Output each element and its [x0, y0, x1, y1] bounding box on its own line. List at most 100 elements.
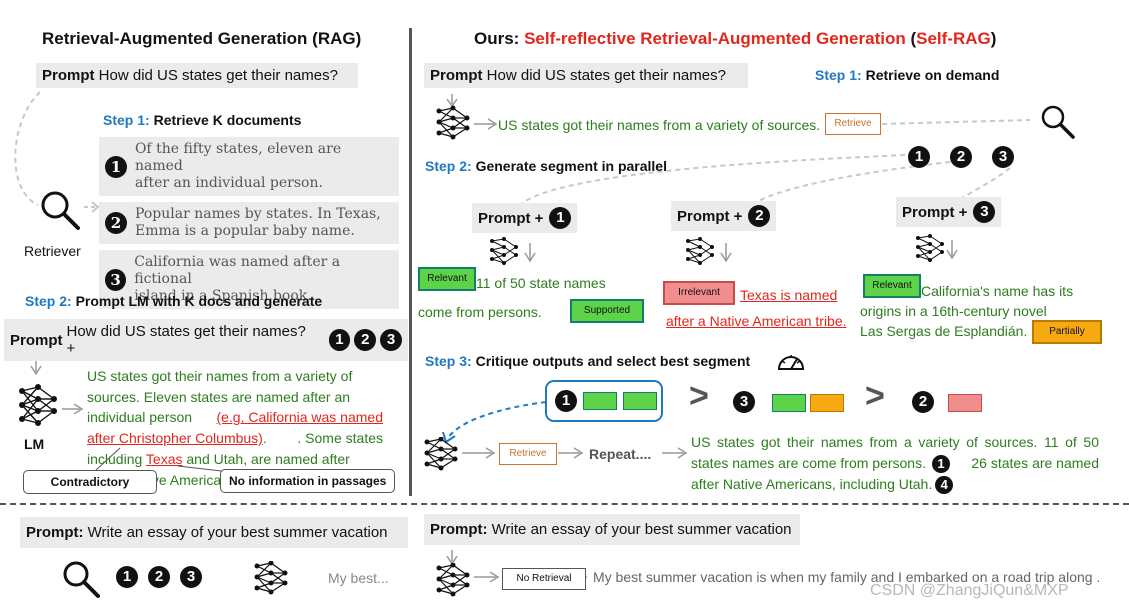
best-segment-box: 1 — [545, 380, 663, 422]
left-bottom-output: My best... — [328, 570, 389, 586]
selfrag-first-output: US states got their names from a variety… — [498, 117, 821, 133]
final-num-4: 4 — [935, 475, 954, 494]
step2-key: Step 2: — [25, 293, 72, 309]
panel-divider — [409, 28, 412, 496]
search-icon — [63, 561, 100, 598]
doc-number-3: 3 — [105, 268, 127, 291]
gen-line2: sources. Eleven states are named after a… — [87, 388, 351, 405]
title-paren-close: ) — [990, 29, 997, 48]
prompt-label: Prompt — [42, 67, 95, 84]
selfrag-step2: Step 2: Generate segment in parallel — [425, 158, 667, 174]
greater-than-2: > — [865, 377, 885, 415]
final-line2b: 26 states are named — [971, 455, 1099, 471]
callout-contradictory: Contradictory — [23, 470, 157, 494]
gen-line3b: (e.g, California was named — [216, 409, 383, 426]
prompt-plus-3: Prompt + 3 — [896, 197, 1002, 227]
retrieved-doc-numbers: 1 2 3 — [908, 146, 1014, 168]
seg1-line1: 11 of 50 state names — [476, 275, 606, 291]
no-retrieval-token: No Retrieval — [502, 568, 586, 590]
prompt2-label: Prompt — [10, 331, 63, 349]
rag-generation: US states got their names from a variety… — [87, 366, 383, 490]
prompt-plus-1: Prompt + 1 — [472, 203, 578, 233]
seg3-line2: origins in a 16th-century novel — [860, 303, 1047, 319]
section-divider — [0, 503, 1129, 505]
selfrag-step3-text: Critique outputs and select best segment — [475, 353, 751, 369]
step1-text: Retrieve K documents — [153, 112, 302, 128]
retrieved-num-1: 1 — [908, 146, 930, 168]
final-num-1: 1 — [932, 454, 950, 473]
gen-line5c: and Utah, are named after — [182, 450, 350, 467]
rag-prompt2-box: Prompt How did US states get their names… — [4, 319, 408, 361]
selfrag-prompt-box: Prompt How did US states get their names… — [424, 63, 748, 88]
doc-number-1: 1 — [105, 155, 127, 178]
gen-line4a: after Christopher Columbus) — [87, 430, 263, 447]
prompt2-num-3: 3 — [380, 329, 402, 351]
left-bottom-prompt-text: Write an essay of your best summer vacat… — [87, 524, 388, 541]
retrieved-num-2: 2 — [950, 146, 972, 168]
rank-num-2: 2 — [912, 391, 934, 413]
title-paren-open: ( — [905, 29, 917, 48]
doc-text-1a: Of the fifty states, eleven are named — [134, 141, 342, 174]
rank2-irrelevant-block — [948, 394, 982, 412]
doc-text-1b: after an individual person. — [134, 175, 323, 191]
rank3-relevant-block — [772, 394, 806, 412]
neural-network-icon — [686, 237, 714, 265]
partially-token: Partially — [1032, 320, 1102, 344]
seg1-line2: come from persons. — [418, 304, 542, 320]
step2-text: Prompt LM with K docs and generate — [75, 293, 323, 309]
step1-key: Step 1: — [103, 112, 150, 128]
retrieved-num-3: 3 — [992, 146, 1014, 168]
doc-text-2b: Emma is a popular baby name. — [135, 223, 355, 239]
selfrag-step3: Step 3: Critique outputs and select best… — [425, 353, 750, 369]
retrieve-token: Retrieve — [825, 113, 881, 135]
selfrag-prompt-text: How did US states get their names? — [486, 67, 726, 84]
neural-network-icon — [490, 237, 518, 265]
seg3-line3: Las Sergas de Esplandián. — [860, 323, 1028, 339]
relevant-token-1: Relevant — [418, 267, 476, 291]
left-bottom-doc-numbers: 1 2 3 — [116, 566, 202, 588]
rag-step2: Step 2: Prompt LM with K docs and genera… — [25, 293, 322, 309]
gen-line4b: . Some states — [297, 430, 383, 447]
prompt-plus-num-2: 2 — [748, 205, 771, 227]
doc-number-2: 2 — [105, 212, 127, 234]
retrieve-token-2: Retrieve — [499, 443, 557, 465]
selfrag-step1-text: Retrieve on demand — [865, 67, 1000, 83]
left-bottom-prompt-box: Prompt: Write an essay of your best summ… — [20, 517, 408, 548]
bottom-num-1: 1 — [116, 566, 138, 588]
prompt-plus-num-1: 1 — [549, 207, 572, 229]
doc-text-2a: Popular names by states. In Texas, — [135, 206, 381, 222]
neural-network-icon — [19, 384, 57, 426]
selfrag-title: Ours: Self-reflective Retrieval-Augmente… — [474, 29, 996, 49]
gen-line5a: including — [87, 450, 146, 467]
callout-no-information: No information in passages — [220, 469, 396, 493]
prompt2-num-1: 1 — [328, 329, 351, 351]
neural-network-icon — [436, 105, 470, 140]
prompt-plus-label-2: Prompt + — [677, 207, 743, 225]
search-icon — [1041, 105, 1075, 139]
neural-network-icon — [916, 234, 944, 262]
seg2-line1: Texas is named — [740, 287, 838, 303]
doc-text-3a: California was named after a fictional — [134, 254, 341, 287]
watermark: CSDN @ZhangJiQun&MXP — [870, 582, 1069, 599]
doc-item-3: 3 California was named after a fictional… — [99, 250, 399, 309]
rag-step1: Step 1: Retrieve K documents — [103, 112, 301, 128]
selfrag-step1: Step 1: Retrieve on demand — [815, 67, 999, 83]
right-bottom-prompt-box: Prompt: Write an essay of your best summ… — [424, 514, 800, 545]
prompt2-text: How did US states get their names? + — [66, 323, 306, 357]
bottom-num-3: 3 — [180, 566, 202, 588]
neural-network-icon — [254, 561, 288, 595]
selfrag-step1-key: Step 1: — [815, 67, 862, 83]
prompt-text: How did US states get their names? — [98, 67, 338, 84]
prompt-plus-label-3: Prompt + — [902, 203, 968, 221]
final-line2a: states names are come from persons. — [691, 455, 926, 471]
prompt-plus-num-3: 3 — [973, 201, 996, 223]
supported-token: Supported — [570, 299, 644, 323]
selfrag-prompt-label: Prompt — [430, 67, 483, 84]
gen-line1: US states got their names from a variety… — [87, 368, 353, 384]
gauge-icon — [777, 355, 805, 370]
retriever-label: Retriever — [24, 243, 81, 259]
selfrag-step2-key: Step 2: — [425, 158, 472, 174]
rank1-supported-block — [623, 392, 657, 410]
